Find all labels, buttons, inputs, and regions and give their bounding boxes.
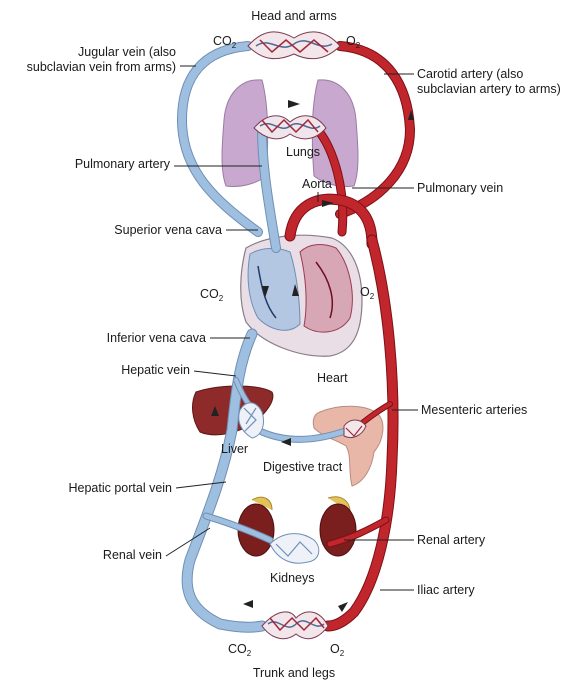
- capillary-bed-legs: [262, 612, 328, 639]
- label-carotid-artery-line1: Carotid artery (also: [417, 67, 523, 81]
- label-iliac-artery: Iliac artery: [417, 583, 475, 597]
- label-hepatic-vein: Hepatic vein: [121, 363, 190, 377]
- label-digestive-tract: Digestive tract: [263, 460, 343, 474]
- label-o2-heart: O2: [360, 285, 375, 301]
- capillary-bed-head: [248, 32, 340, 59]
- capillary-bed-lungs: [254, 116, 326, 139]
- label-superior-vena-cava: Superior vena cava: [114, 223, 222, 237]
- label-jugular-vein-line1: Jugular vein (also: [78, 45, 176, 59]
- label-liver: Liver: [221, 442, 248, 456]
- label-o2-bottom: O2: [330, 642, 345, 658]
- label-renal-artery: Renal artery: [417, 533, 486, 547]
- capillary-bed-kidneys: [270, 534, 319, 564]
- label-lungs: Lungs: [286, 145, 320, 159]
- label-mesenteric-arteries: Mesenteric arteries: [421, 403, 527, 417]
- label-co2-bottom: CO2: [228, 642, 252, 658]
- label-co2-heart: CO2: [200, 287, 224, 303]
- label-pulmonary-vein: Pulmonary vein: [417, 181, 503, 195]
- label-heart: Heart: [317, 371, 348, 385]
- label-trunk-and-legs: Trunk and legs: [253, 666, 335, 680]
- label-head-and-arms: Head and arms: [251, 9, 336, 23]
- label-inferior-vena-cava: Inferior vena cava: [107, 331, 206, 345]
- arrow-right-icon: [288, 100, 300, 108]
- label-pulmonary-artery: Pulmonary artery: [75, 157, 171, 171]
- label-kidneys: Kidneys: [270, 571, 314, 585]
- label-carotid-artery-line2: subclavian artery to arms): [417, 82, 561, 96]
- label-aorta: Aorta: [302, 177, 332, 191]
- arrow-left-icon: [243, 600, 253, 608]
- label-o2-top: O2: [346, 34, 361, 50]
- capillary-bed-liver: [239, 403, 264, 438]
- label-jugular-vein-line2: subclavian vein from arms): [27, 60, 176, 74]
- arrow-down-icon: [338, 602, 348, 612]
- heart-organ: [241, 235, 362, 356]
- label-hepatic-portal-vein: Hepatic portal vein: [68, 481, 172, 495]
- label-co2-top: CO2: [213, 34, 237, 50]
- label-renal-vein: Renal vein: [103, 548, 162, 562]
